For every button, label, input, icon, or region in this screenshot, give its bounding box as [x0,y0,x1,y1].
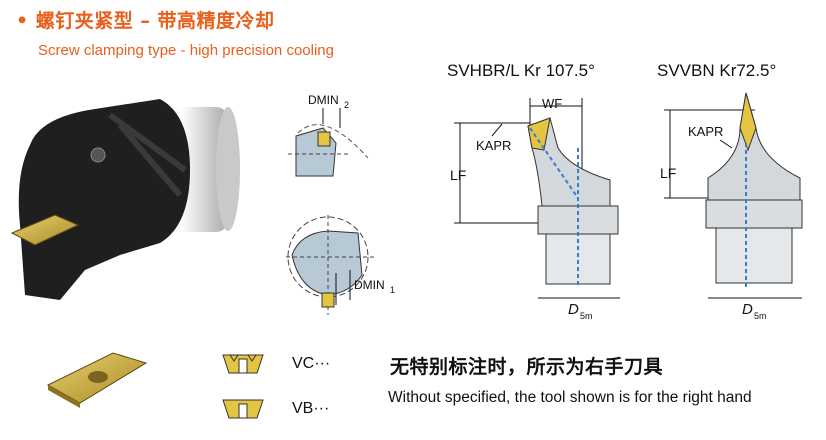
svhbr-title: SVHBR/L Kr 107.5° [447,61,595,80]
insert-vb-geometry-icon [222,399,264,419]
lf-label: LF [660,165,676,181]
shank-end [216,107,240,231]
page-subtitle-en: Screw clamping type - high precision coo… [38,42,334,59]
kapr-label: KAPR [688,124,723,139]
lf-label: LF [450,167,466,183]
kapr-label: KAPR [476,138,511,153]
clamp-screw-icon [90,147,106,163]
page-title-cn: • 螺钉夹紧型 – 带高精度冷却 [16,10,275,32]
insert-vb-code: VB··· [292,400,330,417]
svvbn-title: SVVBN Kr72.5° [657,61,777,80]
svhbr-drawing: WF LF KAPR D 5m [450,96,620,321]
dmin1-label: DMIN [354,278,385,292]
dmin1-sub: 1 [390,285,395,295]
wf-label: WF [542,96,562,111]
svvbn-drawing: LF KAPR D 5m [660,92,803,321]
dmin2-label: DMIN [308,93,339,107]
dmin2-detail-view: DMIN 2 [288,93,369,177]
dmin1-detail-view: DMIN 1 [286,215,395,315]
d5m-label: D [742,301,753,318]
d5m-label: D [568,301,579,318]
insert-on-holder [10,214,80,246]
insert-vc-geometry-icon [222,354,264,374]
insert-vc-code: VC··· [292,355,331,372]
dmin2-sub: 2 [344,100,349,110]
right-hand-note-cn: 无特别标注时，所示为右手刀具 [390,356,664,378]
holder-body [18,99,190,300]
right-hand-note-en: Without specified, the tool shown is for… [388,389,752,406]
insert-photo [46,352,148,408]
d5m-sub: 5m [754,311,767,321]
holder-groove [108,112,187,197]
d5m-sub: 5m [580,311,593,321]
insert-hole-icon [88,371,108,383]
tool-holder-photo [10,99,240,300]
